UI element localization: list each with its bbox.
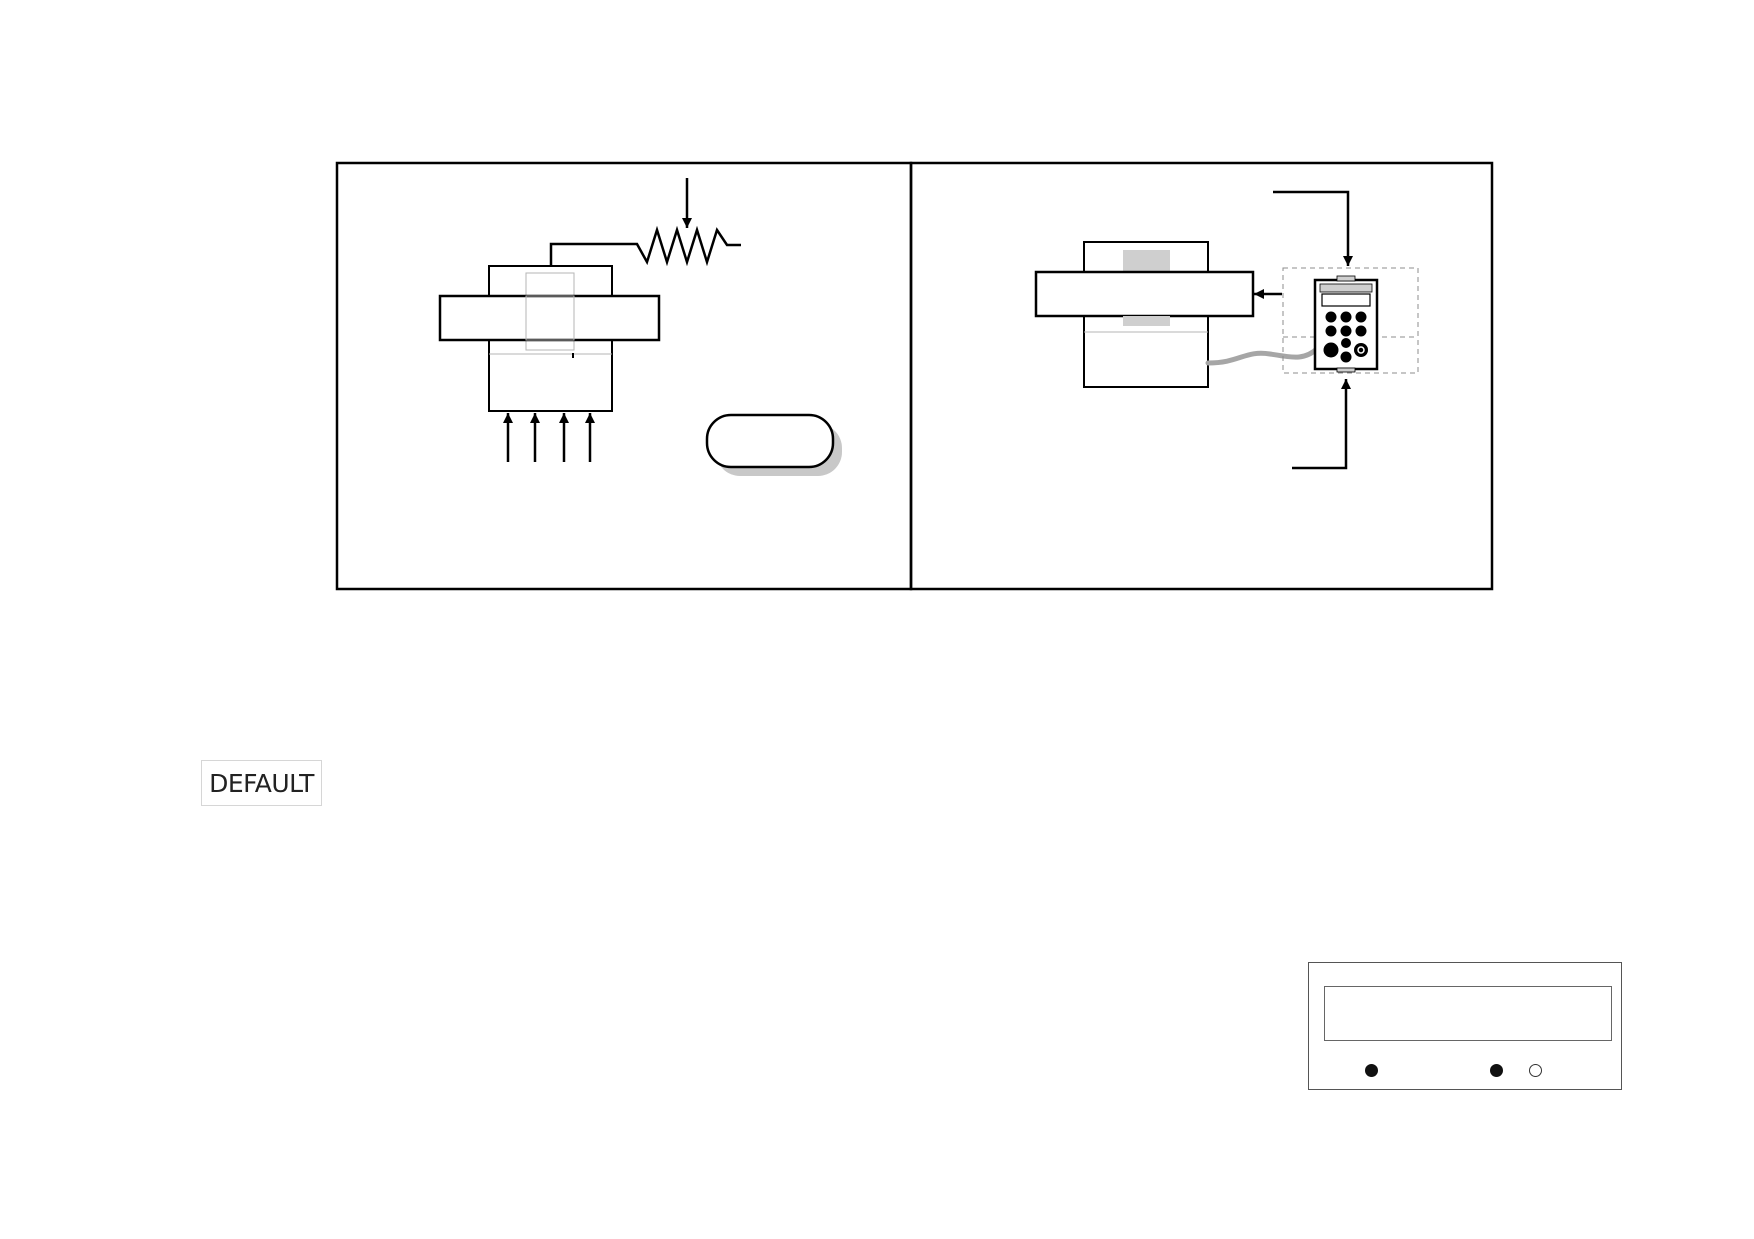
- keypad-key: [1340, 351, 1352, 363]
- keypad-key: [1340, 325, 1352, 337]
- status-led-middle: [1490, 1064, 1503, 1077]
- keypad-cable: [1205, 345, 1321, 366]
- default-tag: DEFAULT: [201, 760, 322, 806]
- keypad-display: [1321, 293, 1371, 307]
- keypad-stop-key: [1354, 343, 1368, 357]
- right-drive-band: [1034, 270, 1255, 318]
- default-tag-label: DEFAULT: [209, 768, 314, 798]
- diagram-frame: [335, 161, 1494, 591]
- keypad-key: [1325, 311, 1337, 323]
- right-drive-top-window: [1123, 250, 1170, 272]
- right-drive-group: [1034, 241, 1255, 388]
- status-display-screen: [1324, 986, 1612, 1041]
- keypad-key: [1341, 338, 1351, 348]
- keypad-key: [1355, 325, 1367, 337]
- keypad-dashed-outline: [1282, 267, 1419, 374]
- left-mode-badge-face: [705, 413, 835, 469]
- potentiometer-group: [549, 178, 741, 267]
- left-mode-badge: [705, 413, 842, 476]
- left-drive-inner-slot-front: [525, 295, 575, 341]
- status-led-left: [1365, 1064, 1378, 1077]
- terminal-input-arrows: [503, 413, 595, 462]
- status-led-right: [1529, 1064, 1542, 1077]
- left-panel-frame: [335, 161, 913, 591]
- keypad-bottom-clip: [1336, 367, 1356, 373]
- remote-keypad: [1282, 267, 1419, 374]
- keypad-bottom-callout-arrow: [1292, 379, 1351, 470]
- left-drive-group: [438, 265, 661, 412]
- keypad-key: [1355, 311, 1367, 323]
- keypad-key: [1340, 311, 1352, 323]
- left-drive-band: [438, 294, 661, 342]
- status-display-panel: [1308, 962, 1622, 1090]
- right-drive-bottom-window: [1123, 316, 1170, 326]
- keypad-stop-key-ring: [1357, 346, 1365, 354]
- keypad-top-clip: [1336, 275, 1356, 282]
- right-panel-frame: [909, 161, 1494, 591]
- keypad-top-callout-arrow: [1273, 190, 1353, 266]
- keypad-key-large: [1323, 342, 1339, 358]
- keypad-header: [1319, 283, 1373, 293]
- potentiometer-wire: [549, 225, 741, 267]
- keypad-key: [1325, 325, 1337, 337]
